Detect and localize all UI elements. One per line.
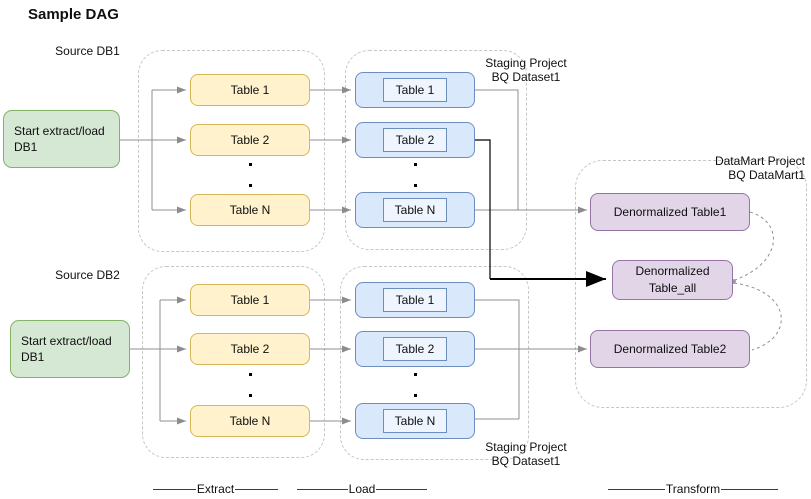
rule-line — [721, 488, 779, 490]
source-db1-label: Source DB1 — [55, 44, 120, 58]
extract1-table-n: Table N — [190, 194, 310, 226]
source-db2-label: Source DB2 — [55, 268, 120, 282]
ellipsis-dot — [414, 163, 417, 166]
stage-label-transform: Transform — [665, 482, 721, 496]
denormalized-table2-node: Denormalized Table2 — [590, 330, 750, 368]
inner-table-frame: Table 2 — [383, 128, 447, 152]
load2-table-1: Table 1 — [355, 282, 475, 318]
stage-rule-extract: Extract — [153, 482, 278, 496]
group-datamart — [575, 160, 807, 408]
extract1-table-2: Table 2 — [190, 124, 310, 156]
datamart-label: DataMart Project BQ DataMart1 — [714, 154, 805, 182]
inner-table-frame: Table N — [383, 409, 447, 433]
ellipsis-dot — [414, 184, 417, 187]
start-node-db1: Start extract/load DB1 — [3, 110, 120, 168]
inner-table-frame: Table N — [383, 198, 447, 222]
extract1-table-1: Table 1 — [190, 74, 310, 106]
rule-line — [376, 488, 428, 490]
load1-table-1: Table 1 — [355, 72, 475, 108]
ellipsis-dot — [249, 163, 252, 166]
extract2-table-1: Table 1 — [190, 284, 310, 316]
rule-line — [153, 488, 196, 490]
stage-rule-transform: Transform — [608, 482, 779, 496]
stage-rule-load: Load — [297, 482, 428, 496]
load1-table-2: Table 2 — [355, 122, 475, 158]
rule-line — [235, 488, 278, 490]
staging-label-db1: Staging Project BQ Dataset1 — [485, 56, 567, 84]
group-load-db2 — [340, 266, 529, 460]
load2-table-2: Table 2 — [355, 331, 475, 367]
group-load-db1 — [345, 50, 527, 250]
ellipsis-dot — [414, 373, 417, 376]
ellipsis-dot — [249, 184, 252, 187]
group-extract-db2 — [142, 266, 325, 458]
staging-label-db2: Staging Project BQ Dataset1 — [485, 440, 567, 468]
rule-line — [608, 488, 665, 490]
stage-label-extract: Extract — [196, 482, 235, 496]
inner-table-frame: Table 2 — [383, 337, 447, 361]
denormalized-table1-node: Denormalized Table1 — [590, 193, 750, 231]
ellipsis-dot — [249, 394, 252, 397]
ellipsis-dot — [414, 394, 417, 397]
extract2-table-n: Table N — [190, 405, 310, 437]
ellipsis-dot — [249, 373, 252, 376]
rule-line — [297, 488, 348, 490]
load2-table-n: Table N — [355, 403, 475, 439]
page-title: Sample DAG — [28, 6, 119, 23]
extract2-table-2: Table 2 — [190, 333, 310, 365]
inner-table-frame: Table 1 — [383, 78, 447, 102]
inner-table-frame: Table 1 — [383, 288, 447, 312]
denormalized-table-all-node: Denormalized Table_all — [612, 260, 733, 300]
start-node-db2: Start extract/load DB1 — [10, 320, 130, 378]
group-extract-db1 — [138, 50, 325, 252]
stage-label-load: Load — [348, 482, 376, 496]
load1-table-n: Table N — [355, 192, 475, 228]
